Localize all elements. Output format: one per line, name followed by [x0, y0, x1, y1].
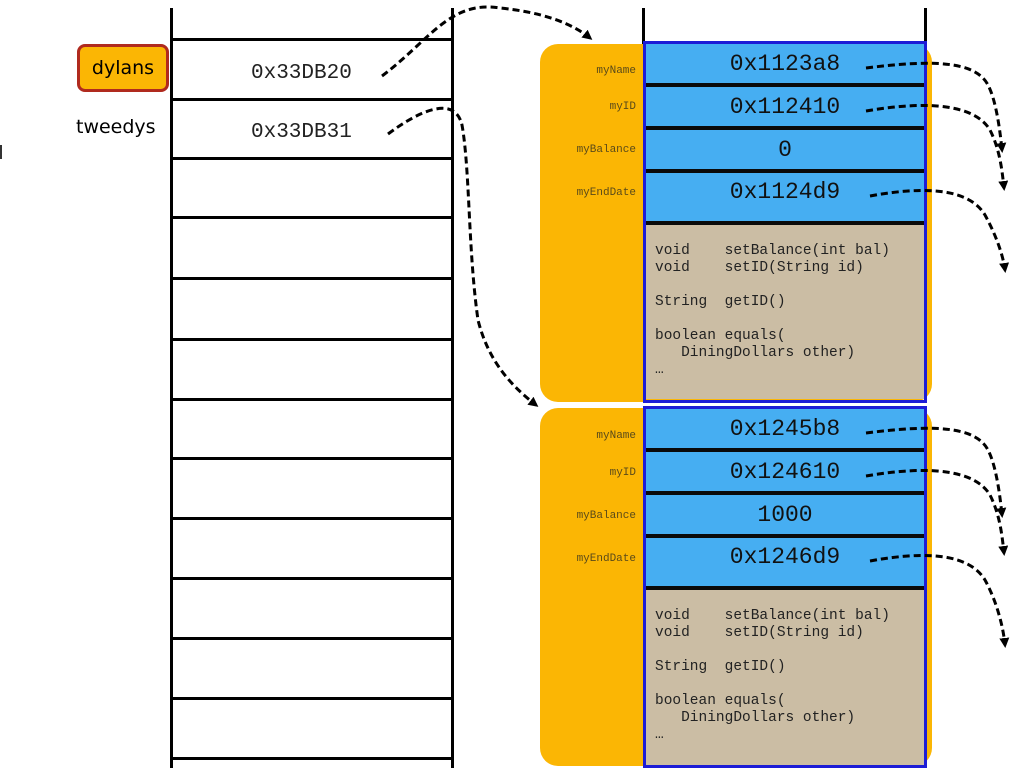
method-line: String getID(): [655, 659, 786, 675]
method-line: void setID(String id): [655, 260, 864, 276]
field-value: 0x1246d9: [729, 544, 841, 570]
field-label-myid-2: myID: [609, 467, 636, 479]
field-mybalance-1: 0: [646, 130, 924, 173]
method-line: boolean equals(: [655, 693, 786, 709]
field-label-mybalance-1: myBalance: [576, 144, 636, 156]
field-value: 0x112410: [729, 93, 841, 120]
stack-slot-divider: [172, 98, 452, 101]
stack-slot-divider: [172, 398, 452, 401]
field-value: 1000: [757, 501, 813, 528]
stack-slot-divider: [172, 637, 452, 640]
field-label-myid-1: myID: [609, 101, 636, 113]
edge-mark: [0, 145, 2, 159]
stack-slot-divider: [172, 216, 452, 219]
method-line: void setBalance(int bal): [655, 608, 890, 624]
stack-slot-divider: [172, 457, 452, 460]
field-label-myenddate-2: myEndDate: [576, 553, 636, 565]
variable-name-dylans: dylans: [91, 57, 155, 79]
stack-slot-divider: [172, 757, 452, 760]
arrow-myenddate-2: [869, 553, 1010, 648]
stack-right-border: [451, 8, 454, 768]
arrow-myname-2: [865, 426, 1007, 518]
variable-label-highlighted: dylans: [77, 44, 169, 92]
arrow-dylans-to-object-1: [381, 5, 593, 78]
stack-value-tweedys: 0x33DB31: [251, 121, 352, 144]
stack-slot-divider: [172, 277, 452, 280]
stack-left-border: [170, 8, 173, 768]
field-myname-2: 0x1245b8: [646, 409, 924, 452]
method-line: String getID(): [655, 294, 786, 310]
heap-left-border: [642, 8, 645, 44]
method-line: …: [655, 727, 664, 743]
arrow-myname-1: [865, 61, 1007, 153]
method-line: boolean equals(: [655, 328, 786, 344]
field-label-myname-2: myName: [596, 430, 636, 442]
field-myenddate-2: 0x1246d9: [646, 538, 924, 590]
field-myenddate-1: 0x1124d9: [646, 173, 924, 225]
object-frame-1: [643, 41, 927, 403]
field-label-mybalance-2: myBalance: [576, 510, 636, 522]
field-value: 0x1123a8: [729, 50, 841, 77]
field-mybalance-2: 1000: [646, 495, 924, 538]
variable-name-tweedys: tweedys: [76, 116, 156, 138]
method-list-1: void setBalance(int bal)void setID(Strin…: [646, 225, 924, 399]
stack-value-dylans: 0x33DB20: [251, 62, 352, 85]
method-list-2: void setBalance(int bal)void setID(Strin…: [646, 590, 924, 766]
arrow-myid-2: [865, 468, 1009, 556]
field-value: 0: [778, 136, 792, 163]
object-frame-2: [643, 406, 927, 768]
method-line: DiningDollars other): [655, 710, 856, 726]
field-label-myname-1: myName: [596, 65, 636, 77]
field-value: 0x124610: [729, 458, 841, 485]
method-line: DiningDollars other): [655, 345, 856, 361]
method-line: void setBalance(int bal): [655, 243, 890, 259]
arrow-myenddate-1: [869, 188, 1010, 273]
method-line: void setID(String id): [655, 625, 864, 641]
stack-slot-divider: [172, 517, 452, 520]
stack-slot-divider: [172, 697, 452, 700]
field-label-myenddate-1: myEndDate: [576, 187, 636, 199]
arrow-myid-1: [865, 103, 1009, 191]
method-line: …: [655, 362, 664, 378]
field-myid-1: 0x112410: [646, 87, 924, 130]
field-value: 0x1124d9: [729, 179, 841, 205]
stack-slot-divider: [172, 577, 452, 580]
heap-right-border: [924, 8, 927, 44]
stack-slot-divider: [172, 338, 452, 341]
arrow-tweedys-to-object-2: [387, 106, 539, 407]
stack-slot-divider: [172, 38, 452, 41]
field-value: 0x1245b8: [729, 415, 841, 442]
stack-slot-divider: [172, 157, 452, 160]
